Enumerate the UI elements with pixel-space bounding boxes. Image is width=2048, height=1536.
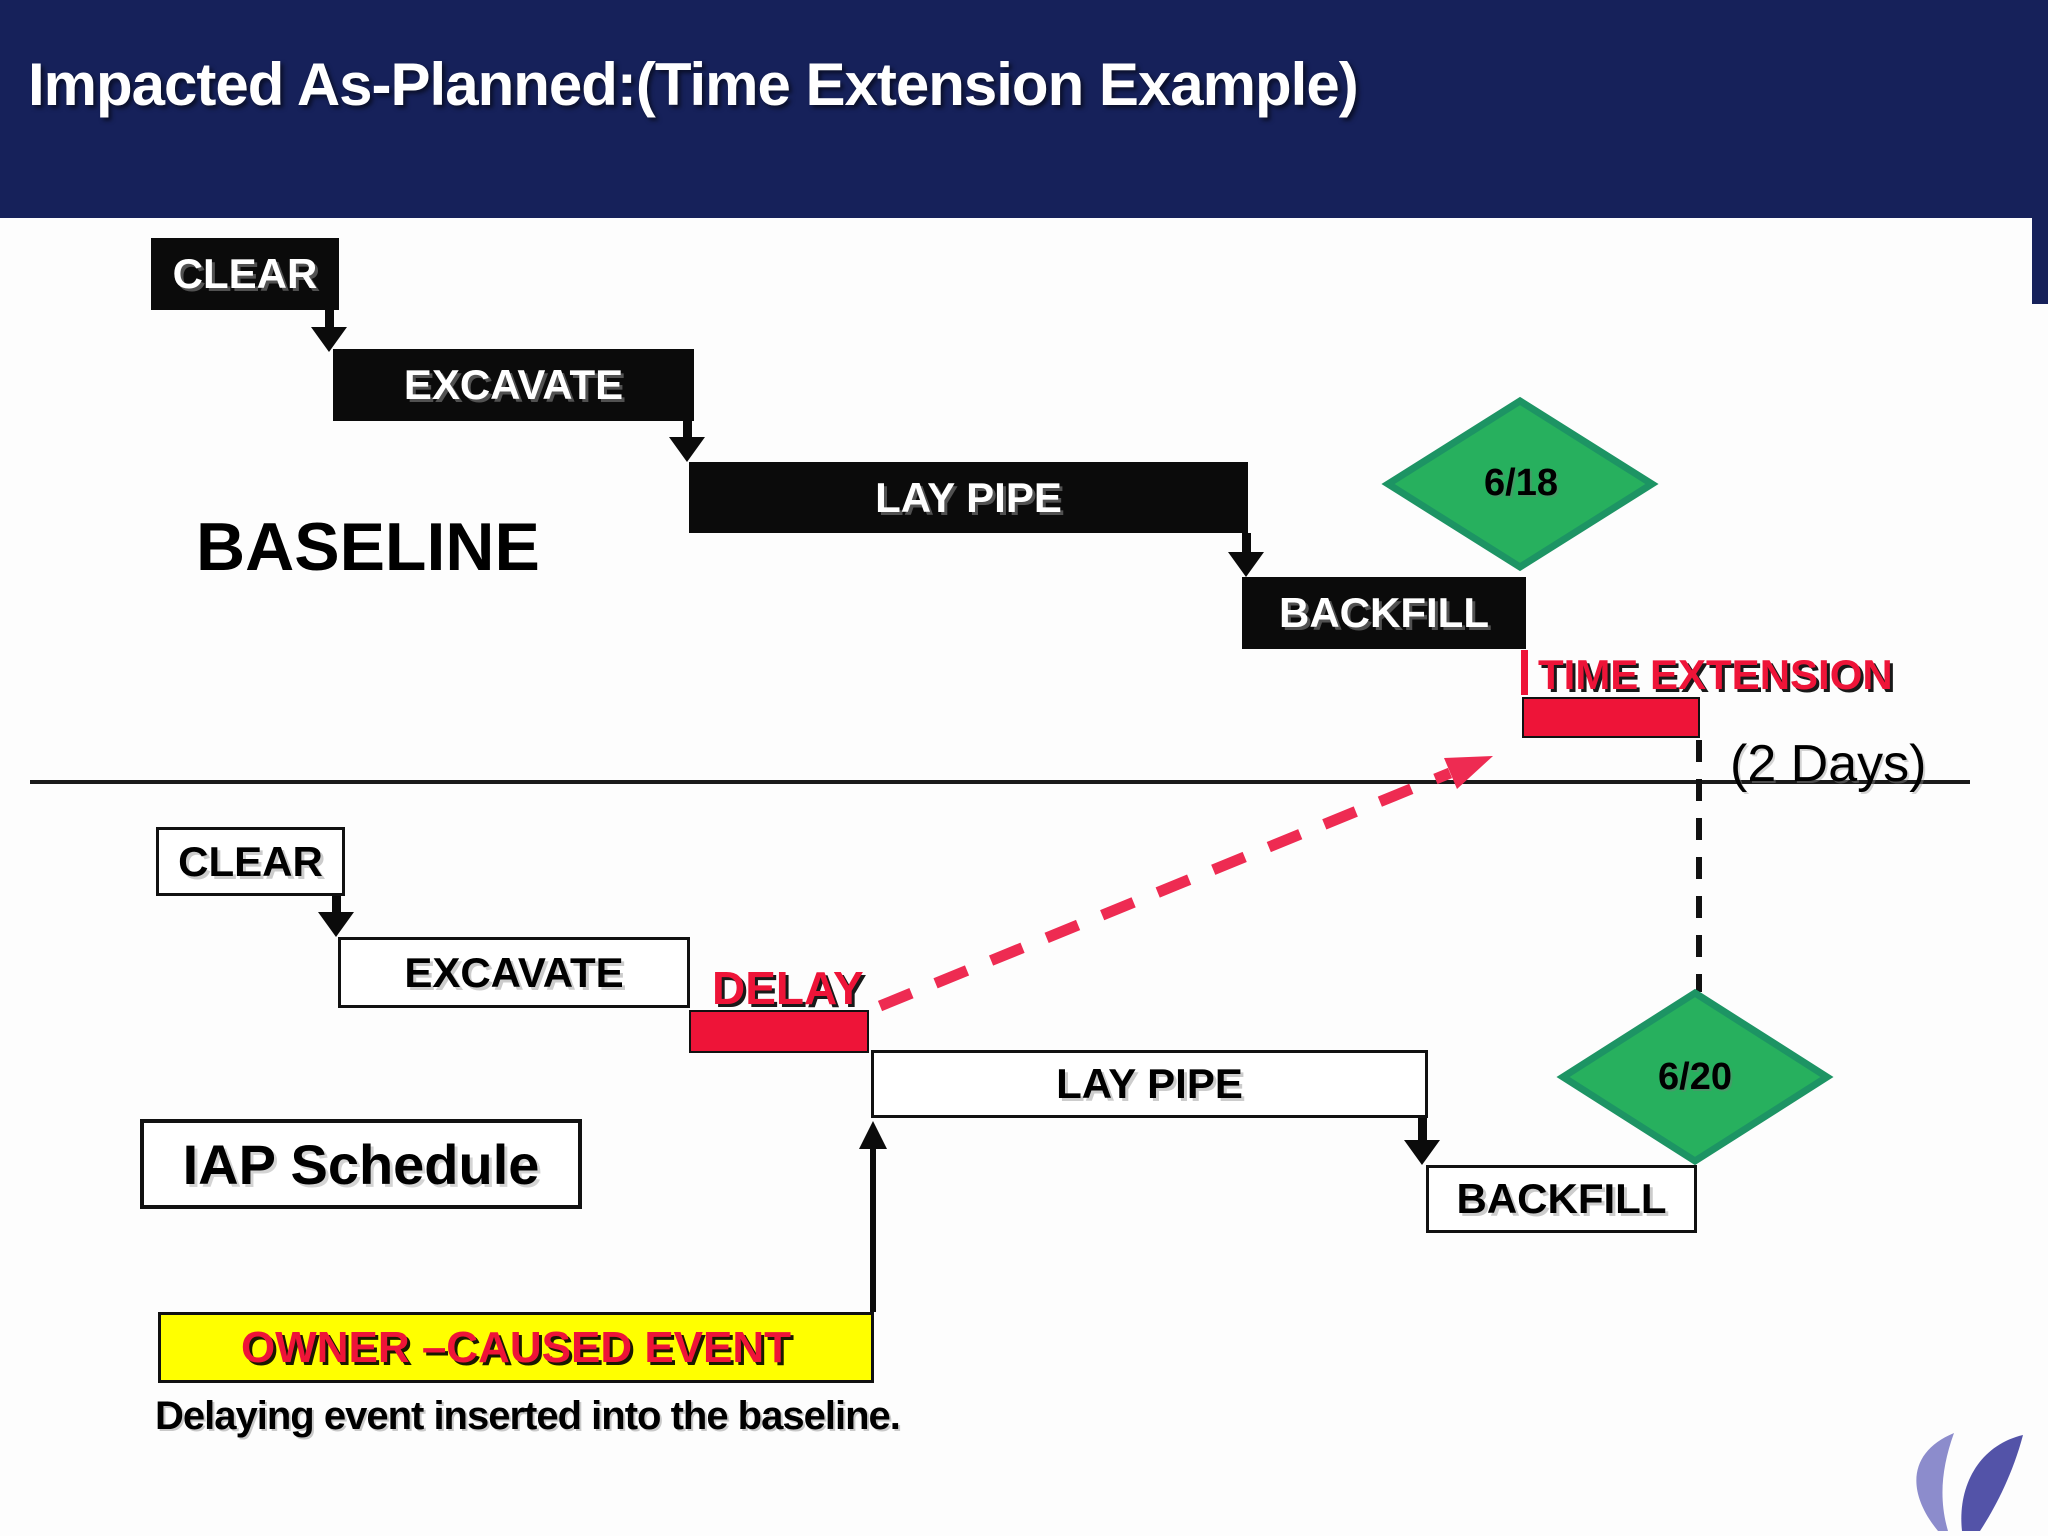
iap-milestone-label: 6/20: [1658, 1056, 1732, 1098]
baseline-bar-lay-pipe-label: LAY PIPE: [875, 473, 1062, 521]
page-title: Impacted As-Planned:(Time Extension Exam…: [28, 51, 1359, 118]
baseline-bar-clear: CLEAR: [151, 238, 339, 310]
duration-label: (2 Days): [1730, 735, 1927, 793]
header-bar: [0, 0, 2048, 218]
iap-section-label: IAP Schedule: [182, 1132, 540, 1196]
divider-line: [30, 780, 1970, 784]
logo-left-petal: [1916, 1433, 1954, 1531]
iap-bar-excavate-label: EXCAVATE: [404, 948, 624, 996]
milestone-diamond-6-18: [1381, 396, 1659, 572]
impact-dashed-line: [877, 767, 1453, 1012]
connector-arrow-iap-clear-excavate: [318, 896, 354, 937]
delay-bar: [689, 1010, 869, 1053]
iap-section-box: IAP Schedule: [140, 1119, 582, 1209]
impact-arrowhead: [1444, 756, 1493, 789]
time-extension-tick: [1521, 650, 1528, 695]
iap-bar-lay-pipe: LAY PIPE: [871, 1050, 1428, 1118]
baseline-milestone-label: 6/18: [1484, 462, 1558, 504]
iap-bar-excavate: EXCAVATE: [338, 937, 690, 1008]
iap-bar-lay-pipe-label: LAY PIPE: [1056, 1060, 1243, 1107]
connector-arrow-laypipe-backfill: [1228, 533, 1264, 577]
time-extension-label: TIME EXTENSION: [1538, 651, 1893, 698]
iap-bar-backfill-label: BACKFILL: [1456, 1175, 1667, 1222]
iap-bar-clear: CLEAR: [156, 827, 345, 896]
iap-bar-clear-label: CLEAR: [178, 837, 323, 885]
owner-event-arrow: [859, 1121, 887, 1312]
baseline-bar-excavate-label: EXCAVATE: [403, 361, 624, 408]
baseline-section-label: BASELINE: [196, 509, 540, 585]
owner-event-label: OWNER –CAUSED EVENT: [240, 1322, 792, 1372]
delay-label: DELAY: [712, 962, 864, 1014]
connector-arrow-clear-excavate: [311, 310, 347, 352]
connector-arrow-excavate-laypipe: [669, 421, 705, 462]
logo-right-petal: [1961, 1435, 2023, 1531]
baseline-bar-clear-label: CLEAR: [172, 250, 318, 297]
header-tab: [2032, 218, 2048, 304]
connector-arrow-iap-laypipe-backfill: [1404, 1118, 1440, 1165]
baseline-bar-excavate: EXCAVATE: [333, 349, 694, 421]
iap-bar-backfill: BACKFILL: [1426, 1165, 1697, 1233]
company-logo: [1916, 1433, 2023, 1531]
baseline-bar-backfill-label: BACKFILL: [1279, 589, 1489, 636]
owner-event-caption: Delaying event inserted into the baselin…: [155, 1394, 901, 1438]
time-extension-bar: [1522, 697, 1700, 738]
baseline-bar-backfill: BACKFILL: [1242, 577, 1526, 649]
owner-event-bar: OWNER –CAUSED EVENT: [158, 1312, 874, 1383]
milestone-diamond-6-20: [1556, 988, 1834, 1166]
baseline-bar-lay-pipe: LAY PIPE: [689, 462, 1248, 533]
